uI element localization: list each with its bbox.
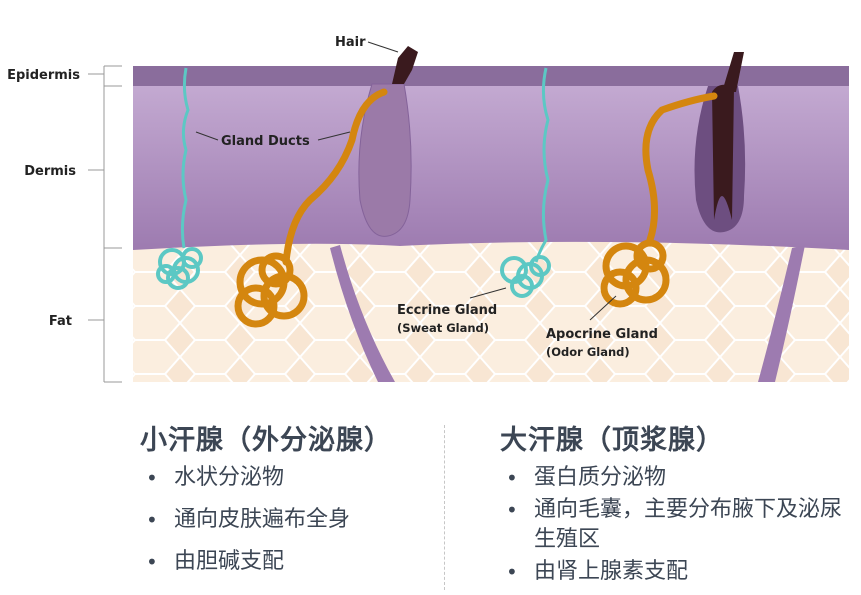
list-item: 蛋白质分泌物 — [500, 463, 845, 493]
fat-layer — [133, 241, 849, 382]
apocrine-duct — [642, 92, 718, 244]
label-fat: Fat — [49, 314, 72, 329]
hair-shaft — [712, 84, 734, 220]
skin-cross-section: Epidermis Dermis Fat — [7, 35, 849, 383]
eccrine-column: 小汗腺（外分泌腺） 水状分泌物 通向皮肤遍布全身 由胆碱支配 — [140, 418, 430, 589]
label-epidermis: Epidermis — [7, 68, 80, 83]
hair-shaft-top — [722, 52, 744, 92]
eccrine-duct — [534, 67, 550, 263]
label-dermis: Dermis — [24, 164, 76, 179]
list-item: 由肾上腺素支配 — [500, 557, 845, 587]
callout-hair: Hair — [335, 35, 366, 50]
apocrine-column: 大汗腺（顶浆腺） 蛋白质分泌物 通向毛囊，主要分布腋下及泌尿生殖区 由肾上腺素支… — [500, 418, 845, 589]
column-divider — [444, 425, 445, 590]
eccrine-heading: 小汗腺（外分泌腺） — [140, 425, 392, 456]
eccrine-gland-coil — [156, 247, 203, 290]
list-item: 通向皮肤遍布全身 — [140, 505, 430, 535]
callout-apocrine-sub: (Odor Gland) — [546, 345, 630, 359]
hair-follicle — [358, 83, 412, 237]
layer-bracket — [88, 65, 122, 383]
eccrine-duct — [180, 67, 190, 249]
epidermis-layer — [133, 66, 849, 86]
apocrine-heading: 大汗腺（顶浆腺） — [500, 425, 724, 456]
apocrine-gland-coil — [234, 252, 308, 328]
callout-eccrine-sub: (Sweat Gland) — [397, 321, 489, 335]
apocrine-gland-coil — [600, 239, 670, 308]
list-item: 水状分泌物 — [140, 463, 430, 493]
list-item: 由胆碱支配 — [140, 547, 430, 577]
fat-septum — [330, 245, 395, 382]
apocrine-duct — [282, 88, 388, 266]
callout-leaders — [195, 41, 617, 321]
hair-shaft — [392, 46, 418, 84]
callout-eccrine-title: Eccrine Gland — [397, 303, 497, 318]
callout-gland-ducts: Gland Ducts — [221, 134, 310, 149]
eccrine-list: 水状分泌物 通向皮肤遍布全身 由胆碱支配 — [140, 463, 430, 577]
eccrine-gland-coil — [500, 255, 551, 298]
fat-septum — [758, 245, 805, 382]
callout-apocrine-title: Apocrine Gland — [546, 327, 658, 342]
apocrine-list: 蛋白质分泌物 通向毛囊，主要分布腋下及泌尿生殖区 由肾上腺素支配 — [500, 463, 845, 587]
list-item: 通向毛囊，主要分布腋下及泌尿生殖区 — [500, 495, 845, 555]
